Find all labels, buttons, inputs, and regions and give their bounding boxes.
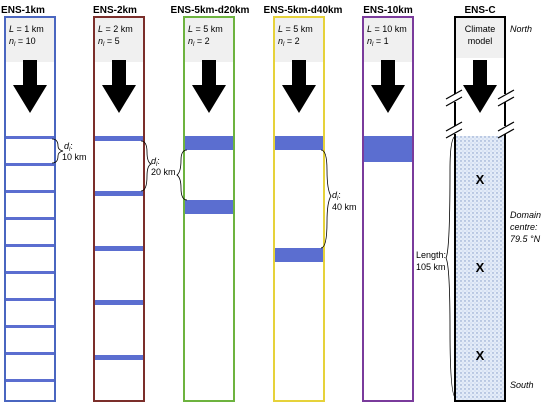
- params-box: [362, 18, 414, 62]
- break-mark: [497, 121, 515, 132]
- spacing-brace: [51, 138, 64, 164]
- band: [6, 163, 54, 166]
- break-mark: [445, 96, 463, 107]
- band: [95, 355, 143, 360]
- break-mark: [445, 128, 463, 139]
- x-marker: X: [476, 172, 485, 187]
- band: [95, 300, 143, 305]
- band: [6, 379, 54, 382]
- panel-border: [183, 16, 235, 402]
- band: [275, 248, 323, 262]
- panel-ens-5km-d20km: ENS-5km-d20km L = 5 km nl = 2: [171, 5, 250, 402]
- band-group: [95, 136, 143, 360]
- model-label-line2: model: [468, 36, 493, 46]
- panel-title: ENS-5km-d20km: [171, 5, 250, 16]
- down-arrow-icon: [463, 60, 497, 113]
- param-n: nl = 10: [9, 36, 36, 48]
- params-box: [93, 18, 145, 62]
- band: [6, 217, 54, 220]
- down-arrow-icon: [192, 60, 226, 113]
- band: [185, 136, 233, 150]
- param-l: L = 5 km: [188, 24, 223, 34]
- panel-border: [273, 16, 325, 402]
- break-mark: [497, 89, 515, 100]
- down-arrow-icon: [371, 60, 405, 113]
- band: [95, 136, 143, 141]
- panel-title: ENS-1km: [1, 5, 45, 16]
- break-mark: [445, 89, 463, 100]
- panel-ens-1km: ENS-1km L = 1 km nl = 10 dl: 10 km: [1, 5, 87, 402]
- domain-area: [456, 136, 504, 400]
- down-arrow-icon: [282, 60, 316, 113]
- band: [6, 352, 54, 355]
- params-box: [183, 18, 235, 62]
- param-n: nl = 1: [367, 36, 389, 48]
- panel-title: ENS-2km: [93, 5, 137, 16]
- spacing-value: 40 km: [332, 202, 357, 212]
- break-mark: [497, 128, 515, 139]
- band: [364, 136, 412, 162]
- break-mark: [445, 121, 463, 132]
- param-n: nl = 2: [278, 36, 300, 48]
- model-label-line1: Climate: [465, 24, 496, 34]
- param-l: L = 10 km: [367, 24, 407, 34]
- band: [6, 325, 54, 328]
- domain-centre-label: Domain: [510, 210, 541, 220]
- domain-centre-value: 79.5 °N: [510, 234, 541, 244]
- panel-border: [4, 16, 56, 402]
- panel-ens-5km-d40km: ENS-5km-d40km L = 5 km nl = 2 dl: 40 km: [264, 5, 357, 402]
- panel-title: ENS-C: [464, 5, 495, 16]
- param-n: nl = 5: [98, 36, 120, 48]
- panel-border: [362, 16, 414, 402]
- params-box: [273, 18, 325, 62]
- x-marker: X: [476, 348, 485, 363]
- panel-ens-2km: ENS-2km L = 2 km nl = 5 dl: 20 km: [93, 5, 176, 402]
- panel-border: [454, 16, 506, 402]
- params-box: [4, 18, 56, 62]
- length-brace: [445, 135, 457, 399]
- param-n: nl = 2: [188, 36, 210, 48]
- length-label: Length:: [416, 250, 446, 260]
- spacing-symbol: dl:: [64, 141, 73, 153]
- band: [95, 191, 143, 196]
- band: [6, 271, 54, 274]
- spacing-brace: [176, 149, 188, 201]
- band: [6, 136, 54, 139]
- arrows: [13, 60, 497, 113]
- panel-title: ENS-5km-d40km: [264, 5, 343, 16]
- band-group: [275, 136, 323, 262]
- panel-ens-10km: ENS-10km L = 10 km nl = 1: [362, 5, 414, 402]
- param-l: L = 2 km: [98, 24, 133, 34]
- band-group: [185, 136, 233, 214]
- spacing-brace: [320, 149, 332, 249]
- band: [185, 200, 233, 214]
- panel-border: [93, 16, 145, 402]
- band-group: [6, 136, 54, 382]
- spacing-symbol: dl:: [151, 156, 160, 168]
- x-marker: X: [476, 260, 485, 275]
- band: [6, 298, 54, 301]
- band: [95, 246, 143, 251]
- param-l: L = 1 km: [9, 24, 44, 34]
- spacing-value: 10 km: [62, 152, 87, 162]
- north-label: North: [510, 24, 532, 34]
- down-arrow-icon: [102, 60, 136, 113]
- param-l: L = 5 km: [278, 24, 313, 34]
- domain-centre-label: centre:: [510, 222, 538, 232]
- break-mark: [497, 96, 515, 107]
- band: [275, 136, 323, 150]
- break-gap: [446, 126, 514, 134]
- down-arrow-icon: [13, 60, 47, 113]
- length-value: 105 km: [416, 262, 446, 272]
- band: [6, 244, 54, 247]
- spacing-symbol: dl:: [332, 190, 341, 202]
- spacing-value: 20 km: [151, 167, 176, 177]
- spacing-brace: [140, 140, 152, 192]
- panel-title: ENS-10km: [363, 5, 413, 16]
- south-label: South: [510, 380, 534, 390]
- band: [6, 190, 54, 193]
- model-box: [455, 18, 505, 58]
